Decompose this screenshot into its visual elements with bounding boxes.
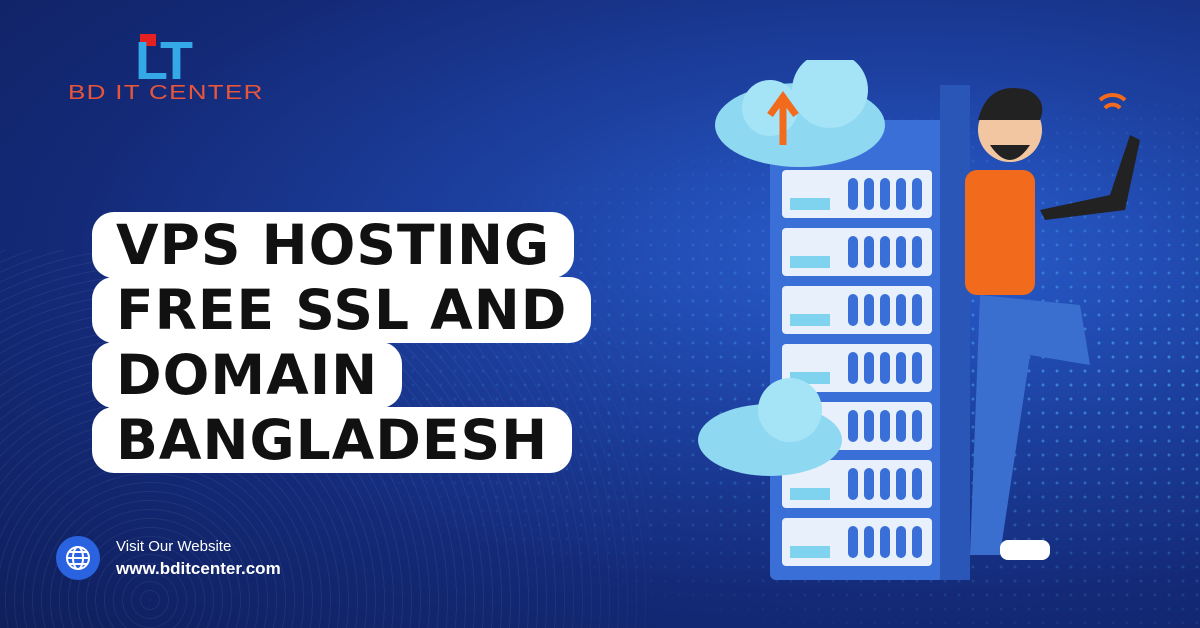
server-unit-slot bbox=[880, 352, 890, 384]
server-unit-slot bbox=[912, 294, 922, 326]
server-unit-slot bbox=[848, 526, 858, 558]
server-unit-slot bbox=[864, 526, 874, 558]
server-unit-slot bbox=[896, 410, 906, 442]
cloud-upload-icon bbox=[715, 60, 885, 167]
server-unit-slot bbox=[864, 236, 874, 268]
server-unit-label bbox=[790, 198, 830, 210]
server-unit-slot bbox=[848, 352, 858, 384]
server-unit-slot bbox=[896, 178, 906, 210]
server-unit-slot bbox=[880, 178, 890, 210]
server-illustration bbox=[698, 60, 1140, 580]
headline: VPS HOSTING FREE SSL AND DOMAIN BANGLADE… bbox=[92, 212, 592, 473]
server-unit-slot bbox=[848, 410, 858, 442]
headline-line-3: DOMAIN bbox=[92, 342, 403, 408]
server-unit-slot bbox=[896, 236, 906, 268]
server-unit-label bbox=[790, 488, 830, 500]
logo-square bbox=[140, 34, 156, 46]
cloud-icon bbox=[698, 378, 842, 476]
server-unit-slot bbox=[912, 352, 922, 384]
server-unit-slot bbox=[896, 526, 906, 558]
server-unit-slot bbox=[880, 236, 890, 268]
server-unit-slot bbox=[864, 468, 874, 500]
website-info: Visit Our Website www.bditcenter.com bbox=[56, 536, 281, 580]
headline-line-4: BANGLADESH bbox=[92, 407, 573, 473]
server-unit-slot bbox=[864, 178, 874, 210]
server-unit-slot bbox=[896, 352, 906, 384]
server-unit-slot bbox=[864, 352, 874, 384]
server-unit-slot bbox=[848, 294, 858, 326]
server-unit-slot bbox=[912, 410, 922, 442]
server-unit-slot bbox=[880, 410, 890, 442]
person-with-laptop-icon bbox=[965, 88, 1140, 560]
globe-icon bbox=[56, 536, 100, 580]
server-unit-slot bbox=[864, 294, 874, 326]
server-unit-slot bbox=[912, 236, 922, 268]
server-unit-slot bbox=[880, 294, 890, 326]
server-unit-slot bbox=[912, 468, 922, 500]
server-unit-slot bbox=[896, 468, 906, 500]
server-unit-slot bbox=[864, 410, 874, 442]
server-unit-slot bbox=[912, 526, 922, 558]
server-unit-slot bbox=[880, 526, 890, 558]
logo-mark: LT bbox=[135, 31, 193, 91]
server-unit-slot bbox=[848, 468, 858, 500]
server-unit-slot bbox=[912, 178, 922, 210]
server-unit-slot bbox=[896, 294, 906, 326]
server-unit-slot bbox=[848, 178, 858, 210]
headline-line-2: FREE SSL AND bbox=[92, 277, 592, 343]
visit-label: Visit Our Website bbox=[116, 537, 232, 555]
website-link[interactable]: www.bditcenter.com bbox=[116, 558, 281, 578]
server-unit-slot bbox=[848, 236, 858, 268]
server-unit-label bbox=[790, 256, 830, 268]
brand-logo: LT BD IT CENTER bbox=[60, 26, 300, 106]
server-unit-label bbox=[790, 546, 830, 558]
server-unit-slot bbox=[880, 468, 890, 500]
headline-line-1: VPS HOSTING bbox=[92, 212, 575, 278]
logo-name: BD IT CENTER bbox=[68, 82, 264, 104]
server-unit-label bbox=[790, 314, 830, 326]
